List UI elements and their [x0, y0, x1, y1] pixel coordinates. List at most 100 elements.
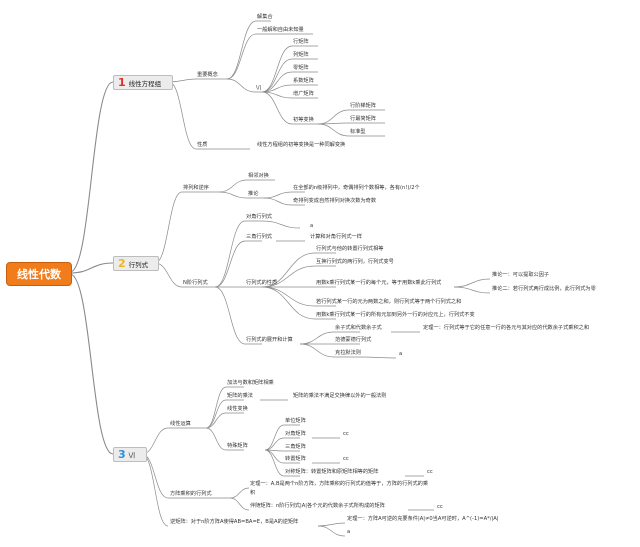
connector-20 [218, 179, 275, 193]
node-permutation[interactable]: 排列和逆序 [183, 185, 209, 191]
connector-10 [261, 71, 318, 93]
node-addition[interactable]: 加法与数和矩阵相乘 [227, 380, 274, 386]
node-diagonal-matrix[interactable]: 对角矩阵 [285, 431, 306, 437]
node-diagonal-a[interactable]: a [310, 223, 314, 229]
node-diagonal-cc[interactable]: cc [343, 431, 349, 437]
node-inverse[interactable]: 逆矩阵：对于n阶方阵A使得AB=BA=E，B是A的逆矩阵 [170, 519, 299, 525]
node-det-properties[interactable]: 行列式的性质 [246, 280, 278, 286]
node-product-theorem-2[interactable]: 积 [250, 490, 256, 496]
connector-11 [261, 84, 318, 93]
connector-37 [299, 331, 360, 345]
branch-determinant[interactable]: 2 行列式 [113, 256, 159, 271]
node-prop-5[interactable]: 用数k乘行列式某一行的所有元加到另外一行的对应元上，行列式不变 [316, 312, 475, 318]
connector-33 [261, 286, 336, 307]
node-corollary-2[interactable]: 奇排列变成自然排列对换次数为奇数 [293, 198, 377, 204]
node-triangular-det[interactable]: 三角行列式 [246, 234, 272, 240]
connector-25 [214, 240, 262, 288]
connector-51 [264, 437, 300, 451]
branch-1-number: 1 [118, 76, 126, 89]
node-multiplication-text[interactable]: 矩阵的乘法不满足交换律以外的一般法则 [293, 393, 387, 399]
connector-6 [226, 33, 313, 80]
connector-34 [261, 286, 336, 320]
node-multiplication[interactable]: 矩阵的乘法 [227, 393, 253, 399]
connector-28 [261, 220, 301, 229]
node-corollary-1[interactable]: 在全部的n级排列中，奇偶排列个数相等，各有(n!)/2个 [293, 185, 420, 191]
connector-44 [141, 453, 169, 527]
node-cramer-a[interactable]: a [399, 351, 403, 357]
node-transpose-cc[interactable]: cc [343, 456, 349, 462]
node-prop-2[interactable]: 互换行列式的两行列，行列式变号 [316, 259, 394, 265]
connector-0 [69, 81, 114, 273]
node-general-solution[interactable]: 一般解和自由未知量 [257, 27, 304, 33]
node-adjacent-swap[interactable]: 相邻对换 [248, 173, 269, 179]
node-product-theorem[interactable]: 定理一：A,B是两个n阶方阵，方阵乘积的行列式的值等于，方阵的行列式的乘 [250, 481, 429, 487]
node-corollary[interactable]: 推论 [248, 191, 259, 197]
connector-27 [214, 286, 262, 345]
node-zero-matrix[interactable]: 零矩阵 [293, 65, 309, 71]
node-triangular-matrix[interactable]: 三角矩阵 [285, 444, 306, 450]
connector-58 [229, 487, 250, 499]
node-prop-3[interactable]: 用数k乘行列式某一行的每个元，等于用数k乘此行列式 [316, 280, 442, 286]
node-adjugate-cc[interactable]: cc [437, 504, 443, 510]
node-expansion[interactable]: 行列式的展开和计算 [246, 337, 293, 343]
node-cofactor[interactable]: 余子式和代数余子式 [335, 325, 382, 331]
node-symmetric-matrix[interactable]: 对称矩阵：转置矩阵和原矩阵相等的矩阵 [285, 469, 379, 475]
connector-2 [69, 273, 114, 455]
node-inverse-theorem[interactable]: 定理一：方阵A可逆的充要条件|A|≠0当A可逆时，A^(-1)=A*/|A| [347, 516, 499, 522]
node-cofactor-theorem[interactable]: 定理一：行列式等于它的任意一行的各元与其对应的代数余子式乘积之和 [423, 325, 590, 331]
node-row-echelon[interactable]: 行阶梯矩阵 [350, 103, 376, 109]
node-standard-form[interactable]: 标准型 [350, 129, 366, 135]
node-cramer[interactable]: 克拉默法则 [335, 350, 361, 356]
node-row-matrix[interactable]: 行矩阵 [293, 39, 309, 45]
node-prop-1[interactable]: 行列式与他的转置行列式相等 [316, 246, 384, 252]
node-triangular-text[interactable]: 计算和对角行列式一样 [310, 234, 362, 240]
node-coefficient-matrix[interactable]: 系数矩阵 [293, 78, 314, 84]
node-property-text[interactable]: 线性方程组的初等变换是一种同解变换 [257, 142, 346, 148]
connector-24 [214, 220, 262, 288]
node-special-matrix[interactable]: 特殊矩阵 [227, 443, 248, 449]
node-adjugate[interactable]: 伴随矩阵：n阶行列式|A|各个元的代数余子式所构成的矩阵 [250, 503, 385, 509]
branch-1-label: 线性方程组 [128, 79, 162, 88]
node-prop-3-corollary-1[interactable]: 推论一：可以提取公因子 [492, 272, 550, 278]
connector-52 [264, 449, 300, 452]
connector-39 [299, 343, 360, 358]
node-diagonal-det[interactable]: 对角行列式 [246, 214, 272, 220]
node-prop-3-corollary-2[interactable]: 推论二：若行列式两行成比例，此行列式为零 [492, 286, 596, 292]
node-column-matrix[interactable]: 列矩阵 [293, 52, 309, 58]
branch-matrix[interactable]: 3 \/| [113, 447, 147, 462]
node-linear-transform[interactable]: 线性变换 [227, 406, 248, 412]
branch-linear-equations[interactable]: 1 线性方程组 [113, 75, 173, 90]
connector-21 [218, 191, 264, 199]
connector-12 [261, 91, 318, 99]
connector-16 [317, 123, 385, 137]
node-prop-4[interactable]: 若行列式某一行的元为两数之和，则行列式等于两个行列式之和 [316, 299, 462, 305]
connector-23 [263, 197, 305, 206]
node-solution-set[interactable]: 解集合 [257, 14, 273, 20]
connector-18 [154, 191, 219, 264]
node-matrix-symbol[interactable]: \/| [256, 85, 262, 91]
node-augmented-matrix[interactable]: 增广矩阵 [293, 91, 314, 97]
node-inverse-a[interactable]: a [347, 529, 351, 535]
connector-13 [261, 91, 318, 125]
node-product-det[interactable]: 方阵乘积的行列式 [170, 491, 212, 497]
node-linear-ops[interactable]: 线性运算 [170, 421, 191, 427]
node-elementary-transform[interactable]: 初等变换 [293, 117, 314, 123]
node-n-order-det[interactable]: N阶行列式 [183, 280, 208, 286]
connector-7 [226, 78, 262, 93]
connector-46 [205, 399, 244, 429]
node-transpose-matrix[interactable]: 转置矩阵 [285, 456, 306, 462]
node-symmetric-cc[interactable]: cc [427, 469, 433, 475]
connector-41 [359, 356, 397, 359]
branch-2-number: 2 [118, 257, 126, 270]
branch-3-number: 3 [118, 448, 126, 461]
connector-47 [205, 412, 244, 429]
node-important-concepts[interactable]: 重要概念 [197, 72, 218, 78]
connector-3 [168, 78, 227, 83]
root-node[interactable]: 线性代数 [6, 262, 72, 286]
connector-9 [261, 58, 318, 93]
connector-61 [317, 522, 346, 527]
node-reduced-row-echelon[interactable]: 行最简矩阵 [350, 116, 376, 122]
node-vandermonde[interactable]: 范德蒙德行列式 [335, 337, 372, 343]
node-property[interactable]: 性质 [197, 142, 208, 148]
node-identity-matrix[interactable]: 单位矩阵 [285, 418, 306, 424]
